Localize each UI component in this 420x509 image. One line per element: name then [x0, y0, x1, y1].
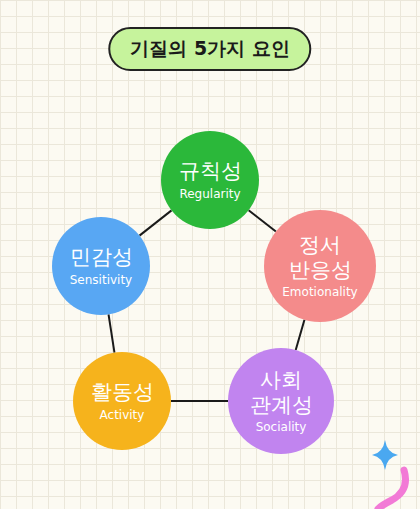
title-text: 기질의 5가지 요인 [130, 37, 289, 59]
factor-english: Sensitivity [70, 273, 132, 287]
factor-name: 민감성 [67, 245, 134, 269]
pentagon-connector [249, 210, 276, 231]
factor-english: Emotionality [282, 285, 357, 299]
pink-curve [378, 470, 406, 509]
title-pill: 기질의 5가지 요인 [108, 27, 311, 71]
factor-circle: 활동성 Activity [73, 352, 171, 450]
factor-english: Sociality [256, 420, 307, 434]
sparkle-star [372, 440, 398, 470]
factor-name: 사회 관계성 [247, 368, 314, 416]
factor-english: Regularity [179, 187, 240, 201]
pentagon-connector [139, 210, 171, 235]
factor-circle: 규칙성 Regularity [161, 131, 259, 229]
factor-name: 규칙성 [176, 159, 243, 183]
factor-circle: 민감성 Sensitivity [52, 217, 150, 315]
pentagon-connector [109, 314, 115, 352]
factor-circle: 사회 관계성 Sociality [228, 348, 334, 454]
factor-name: 정서 반응성 [286, 233, 353, 281]
pentagon-connector [171, 400, 228, 402]
factor-english: Activity [100, 408, 145, 422]
pentagon-connector [296, 320, 305, 350]
factor-name: 활동성 [88, 380, 155, 404]
factor-circle: 정서 반응성 Emotionality [264, 210, 376, 322]
